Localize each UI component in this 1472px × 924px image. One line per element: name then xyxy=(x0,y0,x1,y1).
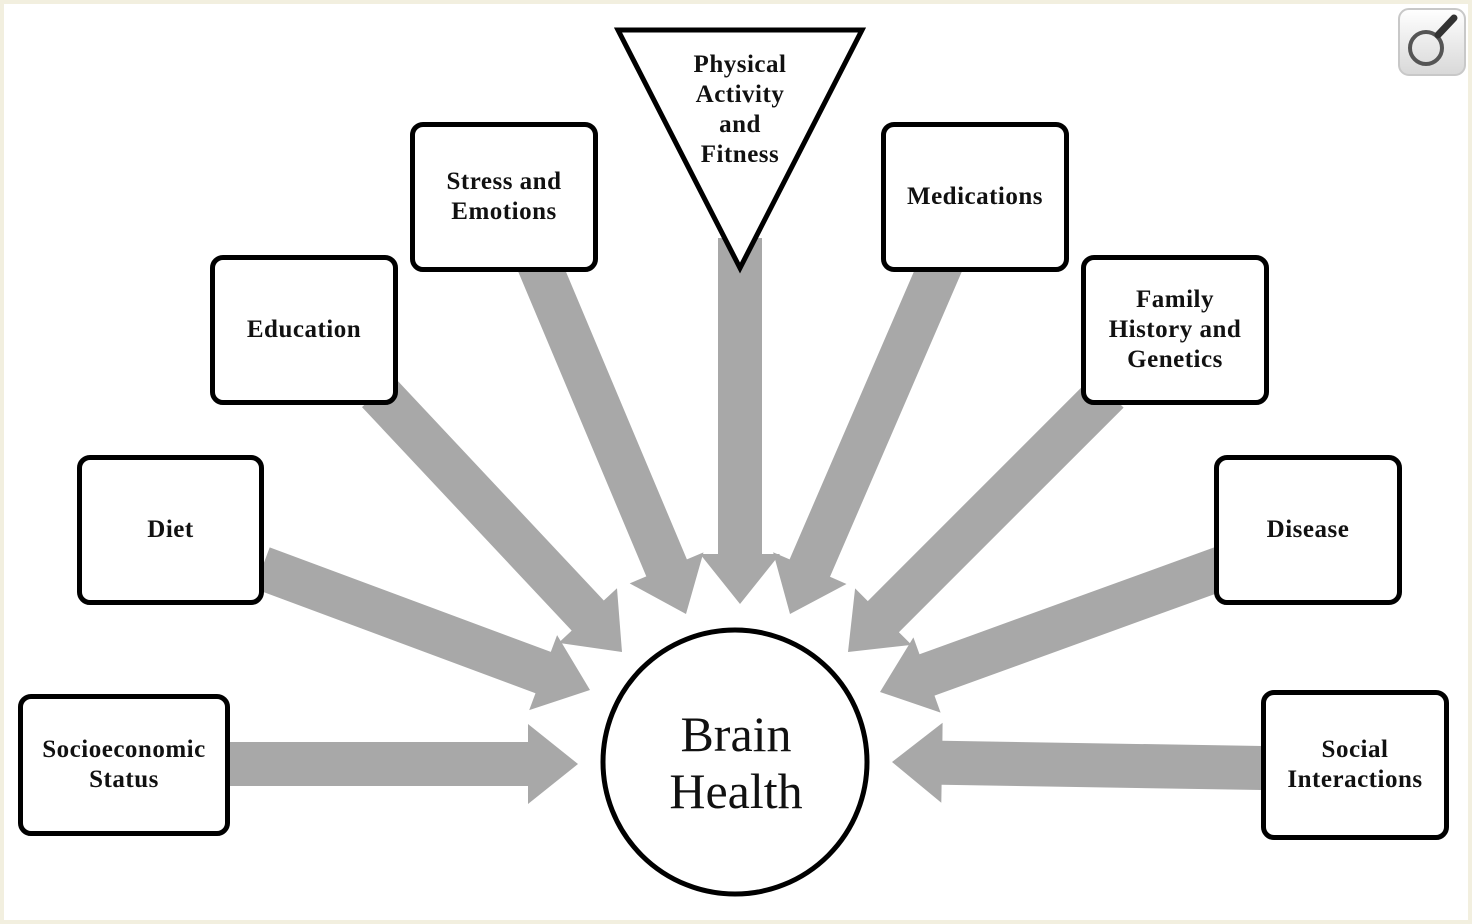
arrow-socioeconomic xyxy=(228,724,578,804)
arrows-group xyxy=(228,238,1263,804)
arrow-disease xyxy=(880,547,1230,713)
arrow-education xyxy=(362,376,622,652)
magnifier-icon[interactable] xyxy=(1398,8,1466,76)
node-physical-activity-label: Physical Activity and Fitness xyxy=(693,51,787,168)
arrow-medications xyxy=(773,253,963,615)
node-diet: Diet xyxy=(77,455,264,605)
arrow-family xyxy=(848,376,1124,652)
brain-health-circle xyxy=(600,627,870,897)
brain-health-label: Brain Health xyxy=(669,706,803,819)
node-socioeconomic-status: Socioeconomic Status xyxy=(18,694,230,836)
node-stress-and-emotions: Stress and Emotions xyxy=(410,122,598,272)
node-family-history-genetics: Family History and Genetics xyxy=(1081,255,1269,405)
arrow-physical xyxy=(700,238,780,604)
physical-activity-triangle xyxy=(613,27,867,274)
arrow-stress xyxy=(517,253,704,614)
node-social-interactions: Social Interactions xyxy=(1261,690,1449,840)
node-medications: Medications xyxy=(881,122,1069,272)
node-disease: Disease xyxy=(1214,455,1402,605)
arrow-social xyxy=(892,722,1263,803)
arrow-diet xyxy=(254,547,591,711)
node-education: Education xyxy=(210,255,398,405)
